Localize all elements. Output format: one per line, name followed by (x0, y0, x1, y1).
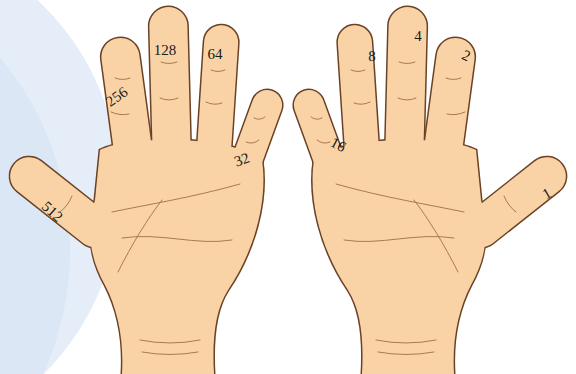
hand-fill (2, 7, 286, 374)
finger-value: 8 (368, 49, 376, 64)
finger-value: 256 (103, 84, 130, 109)
finger-value: 1 (540, 186, 554, 203)
finger-value: 32 (232, 150, 251, 169)
finger-value: 128 (154, 43, 177, 58)
finger-value: 2 (459, 48, 472, 65)
hand-fill (290, 7, 574, 374)
hand-outline (2, 7, 286, 374)
finger-value: 512 (39, 199, 66, 225)
hand-outline (290, 7, 574, 374)
finger-value: 4 (414, 29, 422, 44)
left-hand (2, 7, 286, 374)
finger-value: 64 (208, 47, 223, 62)
hand-creases (311, 62, 516, 355)
right-hand (290, 7, 574, 374)
finger-value: 16 (328, 135, 348, 155)
hand-creases (60, 62, 265, 355)
